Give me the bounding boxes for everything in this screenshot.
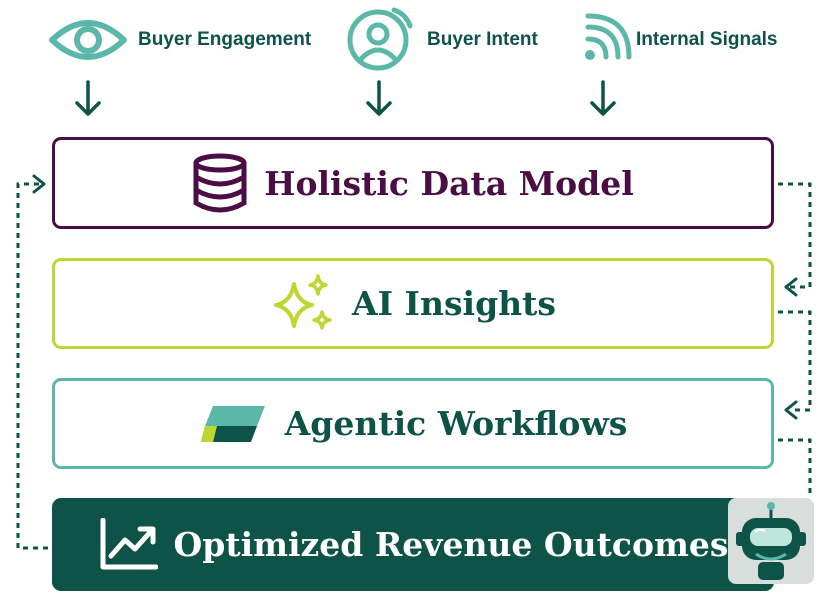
trend-chart-icon (98, 517, 158, 572)
layer-agentic-workflows: Agentic Workflows (52, 378, 774, 469)
source-label: Buyer Engagement (138, 29, 312, 50)
workflow-logo-icon (199, 402, 269, 446)
chevron-left-icon (784, 400, 798, 420)
robot-mascot-icon (728, 498, 814, 584)
layer-label: Optimized Revenue Outcomes (173, 525, 729, 564)
person-signal-icon (344, 2, 418, 74)
wifi-signal-icon (582, 13, 632, 63)
eye-icon (48, 14, 128, 66)
layer-label: Holistic Data Model (264, 163, 634, 203)
layer-label: Agentic Workflows (284, 404, 628, 443)
layer-ai-insights: AI Insights (52, 258, 774, 349)
chevron-left-icon (784, 277, 798, 297)
right-connector-2 (778, 310, 812, 412)
database-icon (192, 153, 248, 213)
layer-optimized-revenue-outcomes: Optimized Revenue Outcomes (52, 498, 774, 591)
sparkles-icon (270, 273, 336, 334)
source-label: Buyer Intent (427, 29, 538, 50)
right-connector-3 (778, 438, 812, 498)
arrow-down-icon (363, 80, 395, 120)
chevron-right-icon (32, 174, 46, 194)
layer-holistic-data-model: Holistic Data Model (52, 137, 774, 229)
right-connector-1 (778, 182, 812, 289)
left-loop-line (16, 182, 48, 550)
layer-label: AI Insights (352, 284, 556, 323)
source-label: Internal Signals (636, 29, 778, 50)
arrow-down-icon (72, 80, 104, 120)
arrow-down-icon (587, 80, 619, 120)
